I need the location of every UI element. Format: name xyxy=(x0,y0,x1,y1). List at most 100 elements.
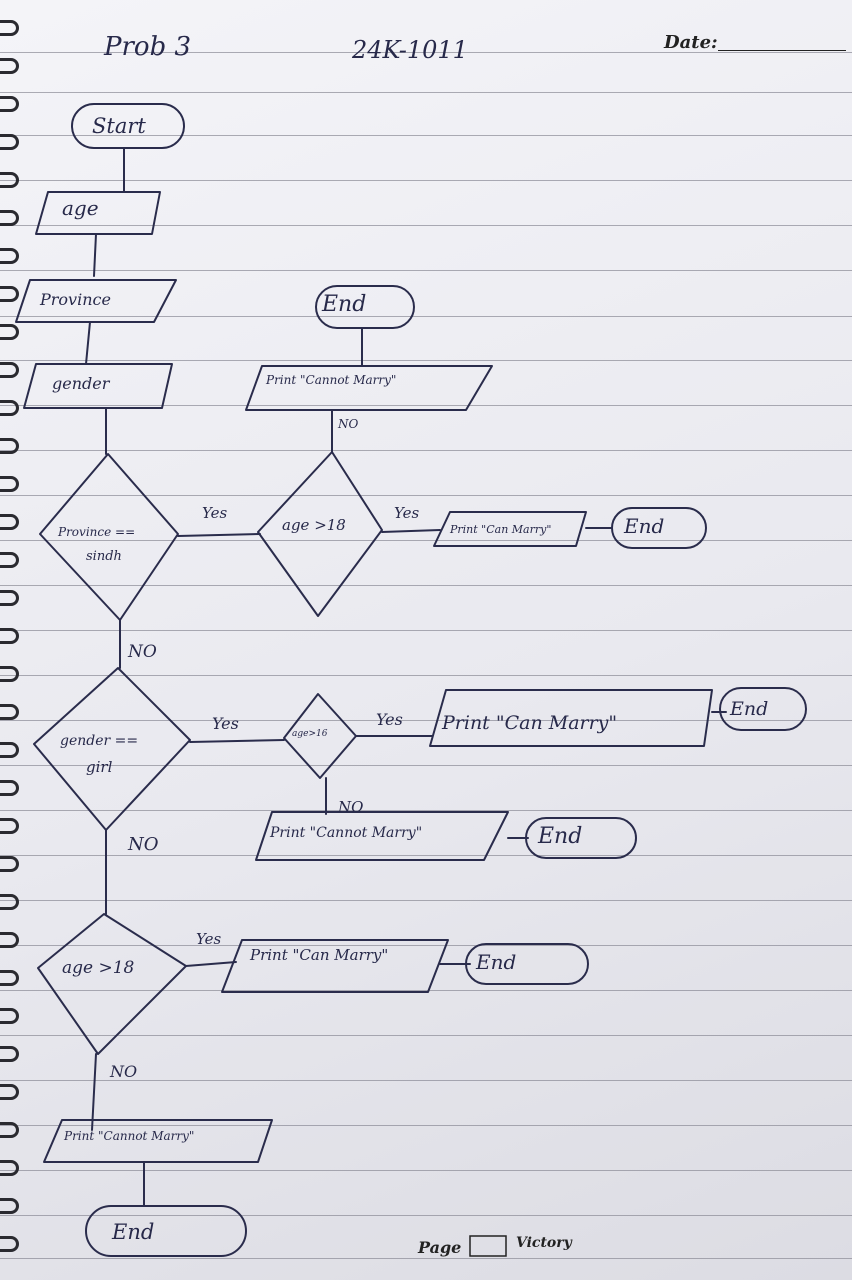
output-can-2 xyxy=(429,689,713,747)
decision-province-label-2: sindh xyxy=(86,549,122,564)
decision-age-top xyxy=(257,451,383,617)
spiral-ring xyxy=(0,932,19,948)
end-terminator xyxy=(719,687,807,731)
spiral-ring xyxy=(0,742,19,758)
rule-line xyxy=(0,1258,852,1259)
date-underline xyxy=(718,50,846,51)
rule-line xyxy=(0,585,852,586)
output-cannot-bottom-label: Print "Cannot Marry" xyxy=(64,1129,195,1143)
decision-gender-label: gender == xyxy=(60,733,139,749)
output-cannot-mid-label: Print "Cannot Marry" xyxy=(270,825,423,841)
spiral-ring xyxy=(0,324,19,340)
rule-line xyxy=(0,630,852,631)
spiral-ring xyxy=(0,514,19,530)
rule-line xyxy=(0,360,852,361)
connector xyxy=(85,321,91,365)
brand-label: Victory xyxy=(516,1235,572,1251)
spiral-ring xyxy=(0,970,19,986)
spiral-ring xyxy=(0,58,19,74)
spiral-ring xyxy=(0,666,19,682)
input-age-label: age xyxy=(62,196,99,220)
yes-connector xyxy=(381,529,441,533)
output-cannot-top-label: Print "Cannot Marry" xyxy=(266,373,397,387)
end-label: End xyxy=(538,824,583,849)
end-terminator xyxy=(525,817,637,859)
rule-line xyxy=(0,1215,852,1216)
spiral-ring xyxy=(0,362,19,378)
rule-line xyxy=(0,450,852,451)
rule-line xyxy=(0,900,852,901)
rule-line xyxy=(0,225,852,226)
rule-line xyxy=(0,52,852,53)
spiral-ring xyxy=(0,1046,19,1062)
output-can-3-label: Print "Can Marry" xyxy=(250,946,389,964)
decision-gender-label-2: girl xyxy=(86,758,113,776)
yes-label: Yes xyxy=(376,710,403,729)
spiral-ring xyxy=(0,476,19,492)
rule-line xyxy=(0,765,852,766)
spiral-ring xyxy=(0,400,19,416)
spiral-ring xyxy=(0,818,19,834)
spiral-ring xyxy=(0,438,19,454)
output-can-3 xyxy=(221,939,449,993)
rule-line xyxy=(0,270,852,271)
connector xyxy=(93,233,97,277)
spiral-ring xyxy=(0,210,19,226)
end-label: End xyxy=(322,292,367,317)
spiral-ring xyxy=(0,134,19,150)
rule-line xyxy=(0,720,852,721)
output-cannot-top xyxy=(245,365,493,411)
no-label: NO xyxy=(128,834,159,855)
spiral-ring xyxy=(0,1084,19,1100)
yes-label: Yes xyxy=(394,504,420,522)
end-label: End xyxy=(730,698,769,720)
rule-line xyxy=(0,1170,852,1171)
rule-line xyxy=(0,855,852,856)
rule-line xyxy=(0,316,852,317)
rule-line xyxy=(0,135,852,136)
output-cannot-mid xyxy=(255,811,509,861)
end-terminator xyxy=(611,507,707,549)
page-label: Page xyxy=(418,1238,462,1257)
rule-line xyxy=(0,945,852,946)
end-terminator xyxy=(465,943,589,985)
output-cannot-bottom xyxy=(43,1119,273,1163)
decision-gender xyxy=(33,667,191,831)
end-label: End xyxy=(112,1220,155,1244)
start-terminator xyxy=(71,103,185,149)
decision-age-last xyxy=(37,913,187,1055)
spiral-ring xyxy=(0,704,19,720)
end-label: End xyxy=(624,514,665,538)
yes-label: Yes xyxy=(196,930,222,948)
output-can-1 xyxy=(433,511,587,547)
spiral-ring xyxy=(0,856,19,872)
rule-line xyxy=(0,1125,852,1126)
no-label: NO xyxy=(338,798,364,816)
decision-age-last-label: age >18 xyxy=(62,958,135,978)
page-number-box xyxy=(469,1235,507,1257)
rule-line xyxy=(0,675,852,676)
input-gender-label: gender xyxy=(52,374,110,393)
spiral-ring xyxy=(0,96,19,112)
yes-label: Yes xyxy=(202,504,228,522)
rule-line xyxy=(0,180,852,181)
decision-province-label: Province == xyxy=(58,525,136,539)
spiral-ring xyxy=(0,1008,19,1024)
rule-line xyxy=(0,495,852,496)
rule-line xyxy=(0,405,852,406)
no-label: NO xyxy=(128,642,157,662)
input-province-label: Province xyxy=(40,290,111,309)
rule-line xyxy=(0,540,852,541)
spiral-ring xyxy=(0,894,19,910)
decision-age-mid-label: age>16 xyxy=(292,729,328,739)
yes-connector xyxy=(177,533,261,537)
spiral-ring xyxy=(0,1160,19,1176)
rule-line xyxy=(0,810,852,811)
rule-line xyxy=(0,92,852,93)
spiral-ring xyxy=(0,628,19,644)
output-can-1-label: Print "Can Marry" xyxy=(450,523,552,536)
date-label: Date: xyxy=(664,32,718,53)
spiral-ring xyxy=(0,1236,19,1252)
